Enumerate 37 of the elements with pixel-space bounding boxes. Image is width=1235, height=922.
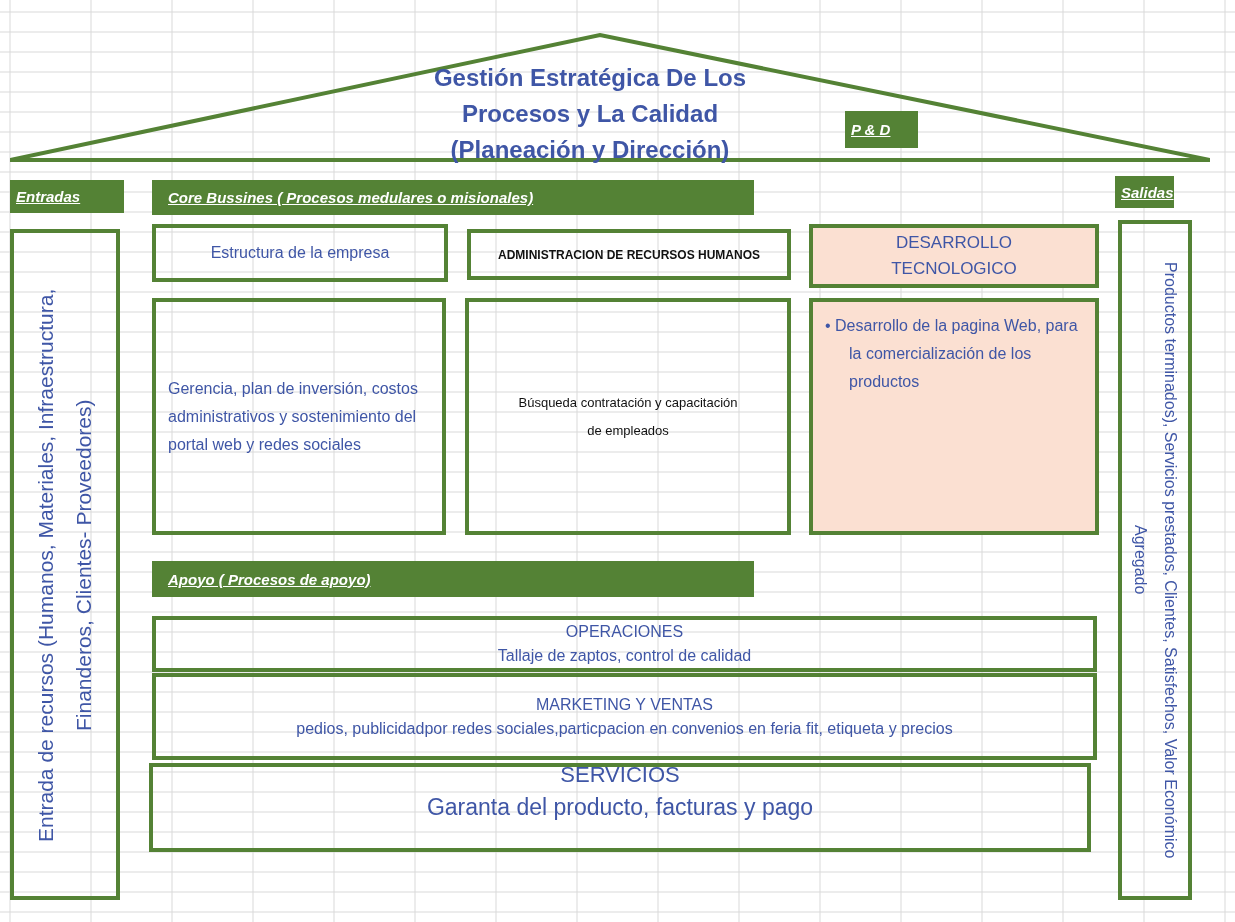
process-box	[152, 673, 1097, 760]
section-header-bar	[152, 561, 754, 597]
box-text: Garanta del producto, facturas y pago	[426, 793, 814, 822]
header-tag	[845, 111, 918, 148]
process-box	[465, 298, 791, 535]
section-label: Salidas	[1121, 183, 1174, 201]
output-column-box	[1118, 220, 1192, 900]
box-text: Entrada de recursos (Humanos, Materiales, Infraestructura, Finanderos, Clientes- Proveedores)	[33, 286, 96, 844]
process-box	[152, 224, 448, 282]
box-text: Búsqueda contratación y capacitación de empleados	[518, 393, 738, 440]
roof-heading: Gestión Estratégica De Los Procesos y La Calidad (Planeación y Dirección)	[432, 63, 748, 165]
box-text: DESARROLLO TECNOLOGICO	[890, 232, 1018, 280]
process-box	[809, 224, 1099, 288]
box-text: • Desarrollo de la pagina Web, para la comercialización de los productos	[825, 316, 1079, 392]
section-heading: SERVICIOS	[560, 761, 680, 789]
box-text: Productos terminados), Servicios prestados, Clientes, Satisfechos, Valor Económico Agregado	[1131, 260, 1180, 860]
section-label: Apoyo ( Procesos de apoyo)	[168, 570, 371, 588]
box-text: Estructura de la empresa	[210, 244, 390, 262]
process-box	[152, 298, 446, 535]
section-heading: MARKETING Y VENTAS	[536, 694, 713, 715]
process-box	[149, 763, 1091, 852]
section-heading: OPERACIONES	[565, 622, 684, 642]
roof-triangle	[10, 33, 1210, 165]
section-label: Core Bussines ( Procesos medulares o misionales)	[168, 189, 534, 206]
process-box	[152, 616, 1097, 672]
header-tag	[10, 180, 124, 213]
input-column-box	[10, 229, 120, 900]
header-tag	[1115, 176, 1174, 208]
box-text: pedios, publicidadpor redes sociales,particpacion en convenios en feria fit, etiqueta y precios	[296, 718, 953, 739]
section-label: P & D	[851, 121, 891, 138]
box-text: Gerencia, plan de inversión, costos administrativos y sostenimiento del portal web y redes sociales	[168, 378, 419, 455]
process-box	[809, 298, 1099, 535]
box-text: Tallaje de zaptos, control de calidad	[497, 646, 752, 666]
box-text: ADMINISTRACION DE RECURSOS HUMANOS	[498, 247, 760, 262]
section-header-bar	[152, 180, 754, 215]
section-label: Entradas	[16, 188, 81, 205]
process-box	[467, 229, 791, 280]
